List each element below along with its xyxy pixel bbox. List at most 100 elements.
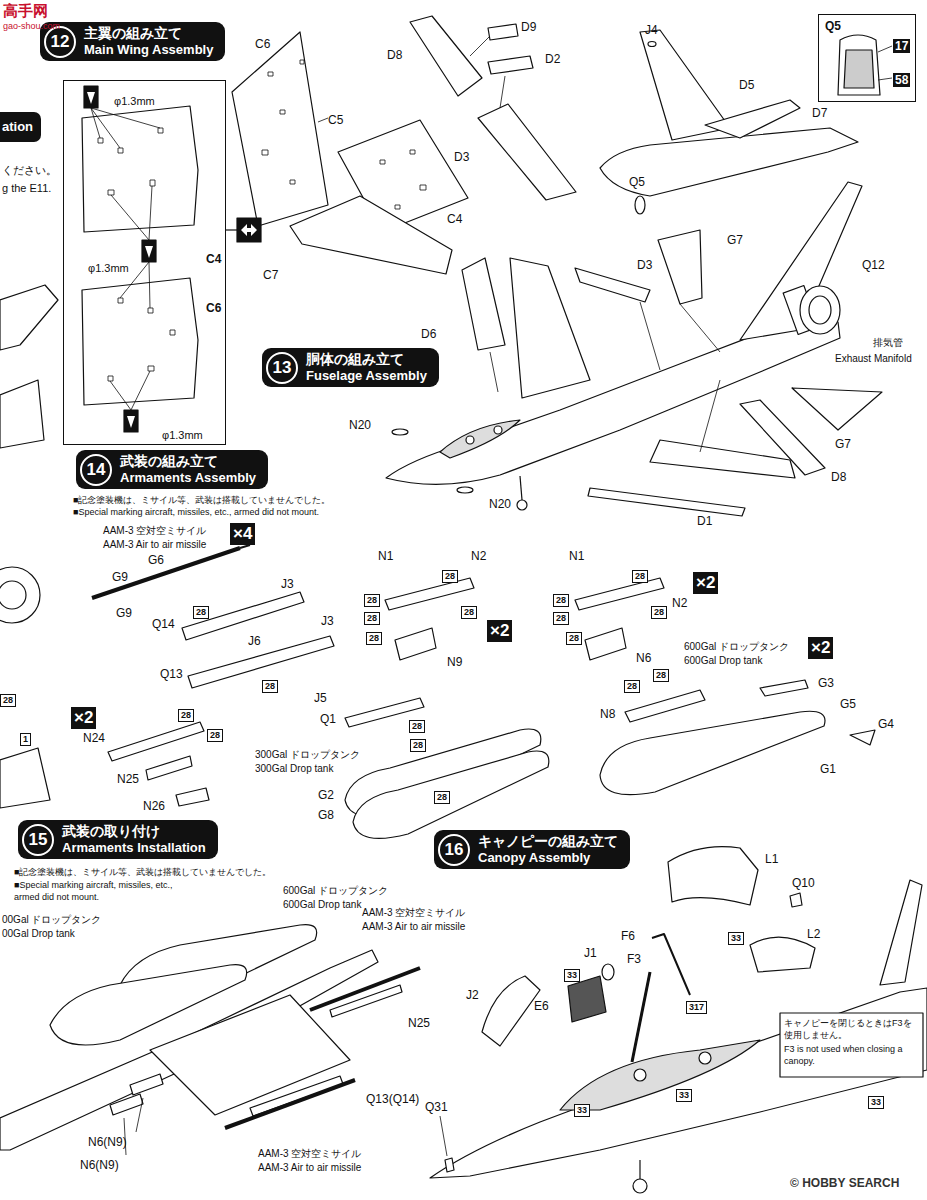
part-caption: 600Gal Drop tank — [684, 654, 762, 667]
canopy-parts — [634, 1069, 646, 1081]
armament-installation — [0, 925, 420, 1155]
quantity-badge: ×2 — [693, 572, 718, 594]
canopy-parts — [633, 1179, 647, 1193]
callout-number: 28 — [367, 613, 377, 624]
part-number: G5 — [840, 697, 856, 711]
wing-parts — [420, 185, 426, 190]
part-caption: AAM-3 Air to air missile — [103, 538, 206, 551]
color-callout: 28 — [434, 791, 450, 804]
canopy-parts — [790, 893, 802, 907]
callout-number: 28 — [367, 595, 377, 606]
callout-number: 28 — [654, 607, 664, 618]
armament-parts — [182, 592, 304, 640]
canopy-parts — [445, 1158, 454, 1172]
fuselage-assembly — [740, 182, 862, 340]
part-number: G2 — [318, 788, 334, 802]
callout-number: 28 — [369, 633, 379, 644]
wing-parts — [262, 60, 304, 184]
quantity-mark: ×2 — [696, 573, 715, 593]
cut-off-parts — [0, 380, 44, 448]
armament-installation — [124, 1098, 143, 1155]
drill-detail — [148, 366, 154, 371]
cut-off-parts — [0, 285, 58, 350]
color-callout: 33 — [728, 932, 744, 945]
callout-number: 58 — [895, 73, 908, 87]
part-caption: AAM-3 空対空ミサイル — [103, 524, 206, 537]
wing-parts — [290, 180, 295, 184]
part-number: Q12 — [862, 258, 885, 272]
armament-parts — [575, 578, 664, 660]
drill-size: φ1.3mm — [162, 429, 203, 442]
part-number: N1 — [378, 549, 393, 563]
quantity-badge: ×2 — [487, 620, 512, 642]
color-callout: 58 — [893, 73, 910, 87]
part-number: G4 — [878, 717, 894, 731]
part-caption: AAM-3 空対空ミサイル — [258, 1147, 361, 1160]
fuselage-assembly — [588, 488, 745, 516]
callout-number: 28 — [464, 607, 474, 618]
watermark: © HOBBY SEARCH — [790, 1176, 899, 1191]
part-number: Q1 — [320, 712, 336, 726]
part-caption: 300Gal ドロップタンク — [255, 748, 360, 761]
step-number: 16 — [438, 834, 470, 866]
fuselage-assembly — [809, 296, 831, 324]
part-number: C7 — [263, 268, 278, 282]
part-number: L1 — [765, 852, 778, 866]
part-caption: 600Gal ドロップタンク — [283, 884, 388, 897]
part-number: Q13 — [160, 667, 183, 681]
wing-parts — [232, 32, 328, 226]
assembly-illustration — [0, 16, 927, 1193]
part-number: C6 — [206, 302, 221, 315]
fuselage-assembly — [520, 476, 522, 500]
drill-size: φ1.3mm — [88, 262, 129, 275]
step-header: 13胴体の組み立てFuselage Assembly — [262, 348, 439, 387]
part-number: D5 — [739, 78, 754, 92]
part-caption: 排気管 — [873, 336, 903, 349]
part-number: Q13(Q14) — [366, 1092, 419, 1106]
step-title: 武装の組み立て — [120, 453, 256, 470]
color-callout: 33 — [868, 1096, 884, 1109]
armament-parts — [176, 788, 209, 806]
color-callout: 33 — [676, 1089, 692, 1102]
part-number: G9 — [116, 606, 132, 620]
armament-parts — [850, 730, 875, 745]
callout-number: 17 — [895, 39, 908, 53]
canopy-parts — [632, 972, 650, 1062]
part-number: Q31 — [425, 1100, 448, 1114]
wing-parts — [268, 72, 273, 76]
wing-parts — [237, 218, 261, 242]
part-caption: 300Gal Drop tank — [255, 762, 333, 775]
wing-parts — [318, 118, 328, 122]
cut-off-parts — [0, 581, 26, 609]
color-callout: 28 — [651, 606, 667, 619]
drill-detail — [118, 298, 123, 303]
canopy-parts — [430, 847, 927, 1193]
callout-number: 28 — [627, 681, 637, 692]
color-callout: 28 — [553, 594, 569, 607]
cut-off-parts — [0, 748, 50, 808]
armament-parts — [146, 756, 192, 780]
step-title: Fuselage Assembly — [306, 368, 427, 384]
watermark: gao-shou.com — [3, 20, 60, 32]
color-callout: 28 — [566, 632, 582, 645]
part-number: G9 — [112, 570, 128, 584]
part-number: N9 — [447, 655, 462, 669]
detail-inset: Q51758 — [818, 14, 916, 102]
part-number: N24 — [83, 731, 105, 745]
drill-detail — [87, 92, 95, 104]
callout-number: 28 — [413, 740, 423, 751]
color-callout: 33 — [564, 969, 580, 982]
step-title: 胴体の組み立て — [306, 351, 427, 368]
callout-number: 28 — [635, 571, 645, 582]
canopy-parts — [699, 1052, 711, 1064]
canopy-parts — [440, 1116, 447, 1156]
part-caption: 00Gal ドロップタンク — [2, 913, 101, 926]
fuselage-top-view — [878, 46, 892, 80]
canopy-parts — [560, 1040, 760, 1110]
drill-detail — [142, 240, 156, 262]
note-text: ■記念塗装機は、ミサイル等、武装は搭載していませんでした。 — [73, 494, 330, 506]
callout-number: 33 — [577, 1105, 587, 1116]
callout-number: 28 — [181, 710, 191, 721]
callout-number: 1 — [23, 734, 28, 745]
fuselage-assembly — [392, 429, 408, 435]
